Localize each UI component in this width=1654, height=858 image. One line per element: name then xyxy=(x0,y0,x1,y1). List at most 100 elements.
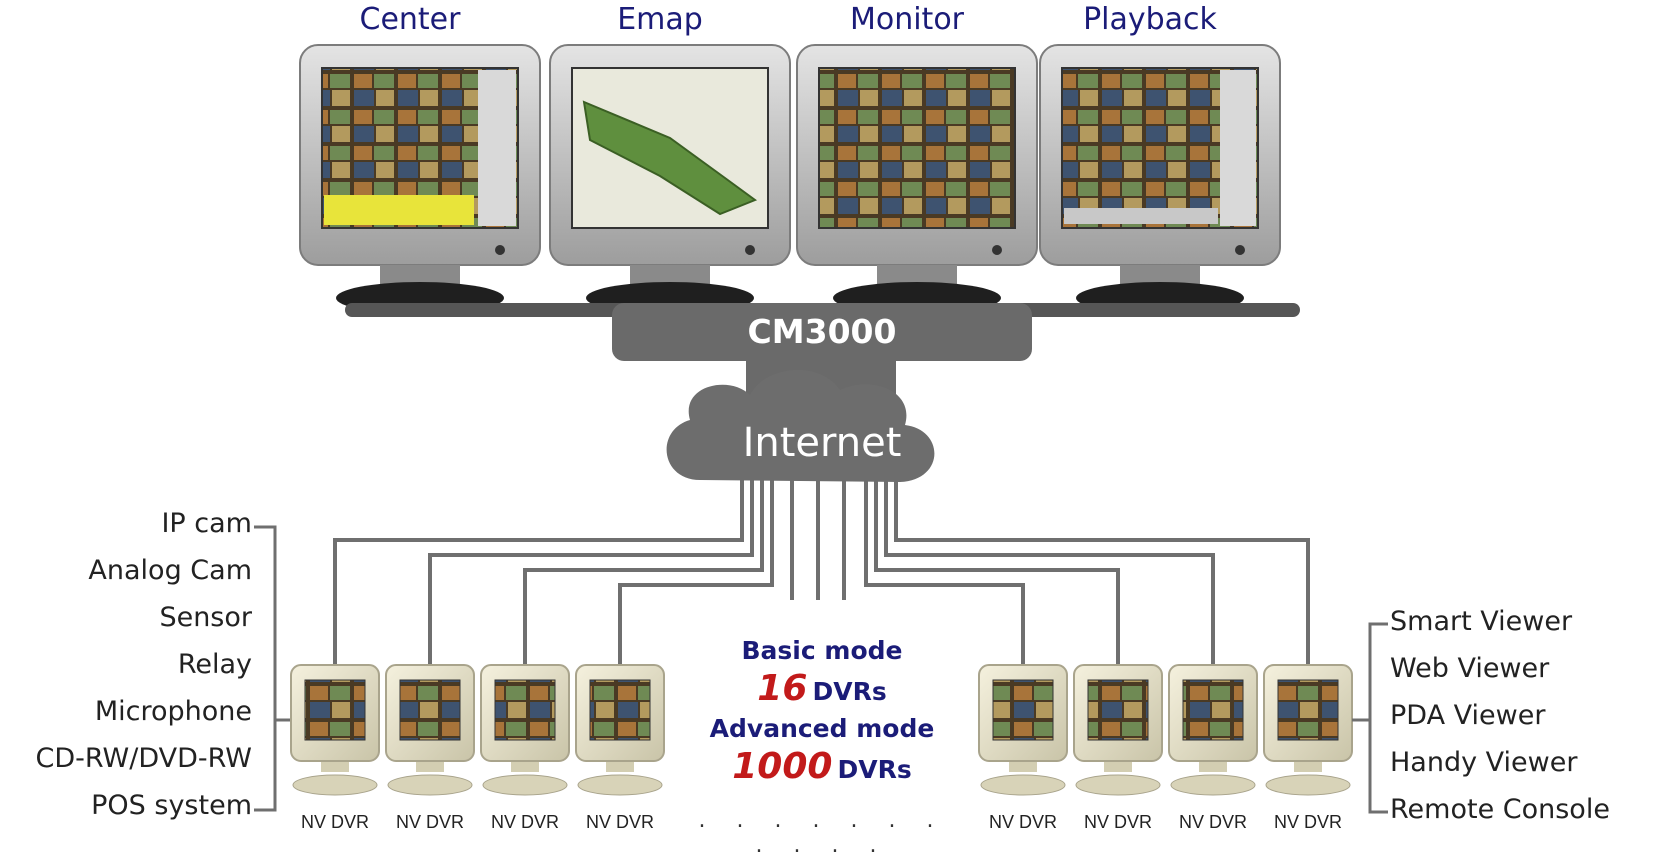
dvr-label: NV DVR xyxy=(1083,812,1152,832)
dvr-connector xyxy=(884,480,1215,665)
device-item: Relay xyxy=(177,649,252,680)
side-panel xyxy=(1220,70,1256,226)
monitor-label-center: Center xyxy=(359,2,461,37)
nv-dvr-unit xyxy=(1263,664,1353,796)
nv-dvr-unit xyxy=(480,664,570,796)
basic-mode-count-row: 16 DVRs xyxy=(690,668,954,709)
dvr-connector xyxy=(874,480,1120,665)
workstation-monitor xyxy=(1039,44,1281,314)
device-item: Sensor xyxy=(159,602,252,633)
device-item: IP cam xyxy=(161,508,252,539)
device-item: Microphone xyxy=(94,696,252,727)
dvr-base xyxy=(482,774,568,796)
dvr-label: NV DVR xyxy=(1178,812,1247,832)
dvr-base xyxy=(1265,774,1351,796)
power-button xyxy=(495,245,505,255)
dvr-neck xyxy=(606,762,634,772)
dvr-connector xyxy=(523,480,764,665)
workstation-monitor xyxy=(796,44,1038,314)
device-item: Analog Cam xyxy=(88,555,252,586)
nv-dvr-unit xyxy=(1168,664,1258,796)
dvr-neck xyxy=(321,762,349,772)
power-button xyxy=(992,245,1002,255)
right-bracket xyxy=(1352,622,1388,814)
dvr-connector xyxy=(333,480,744,665)
power-button xyxy=(1235,245,1245,255)
more-dvrs-ellipsis: . . . . . . . . . . . xyxy=(698,808,946,858)
dvr-screen xyxy=(494,679,556,741)
dvr-connector xyxy=(618,480,774,665)
monitor-label-playback: Playback xyxy=(1083,2,1217,37)
dvr-base xyxy=(387,774,473,796)
monitor-screen xyxy=(818,67,1016,229)
dvr-connector xyxy=(864,480,1025,665)
monitor-label-monitor: Monitor xyxy=(849,2,965,37)
dvr-neck xyxy=(511,762,539,772)
internet-label: Internet xyxy=(742,420,902,466)
dvr-label: NV DVR xyxy=(585,812,654,832)
nv-dvr-unit xyxy=(385,664,475,796)
dvr-screen xyxy=(1087,679,1149,741)
workstation-monitor xyxy=(299,44,541,314)
dvr-base xyxy=(577,774,663,796)
dvr-screen xyxy=(399,679,461,741)
monitor-label-emap: Emap xyxy=(617,2,703,37)
dvr-label: NV DVR xyxy=(395,812,464,832)
nv-dvr-unit xyxy=(290,664,380,796)
advanced-mode-count-row: 1000 DVRs xyxy=(690,746,954,787)
dvr-screen xyxy=(1277,679,1339,741)
timeline-bar xyxy=(1064,208,1218,224)
workstation-monitor xyxy=(549,44,791,314)
dvr-base xyxy=(1170,774,1256,796)
dvr-screen xyxy=(304,679,366,741)
advanced-mode-count: 1000 xyxy=(732,746,833,787)
monitor-neck xyxy=(877,265,957,285)
power-button xyxy=(745,245,755,255)
viewer-item: Smart Viewer xyxy=(1390,606,1573,637)
internet-cloud xyxy=(666,369,935,482)
left-bracket xyxy=(254,525,290,812)
advanced-mode-block: Advanced mode xyxy=(690,714,954,743)
dvr-base xyxy=(980,774,1066,796)
input-device-list: IP cam Analog Cam Sensor Relay Microphon… xyxy=(0,508,252,837)
dvr-label: NV DVR xyxy=(1273,812,1342,832)
basic-mode-unit: DVRs xyxy=(812,677,887,706)
device-item: POS system xyxy=(91,790,252,821)
basic-mode-name: Basic mode xyxy=(741,636,903,665)
dvr-label: NV DVR xyxy=(988,812,1057,832)
dvr-neck xyxy=(416,762,444,772)
dvr-neck xyxy=(1294,762,1322,772)
nv-dvr-unit xyxy=(978,664,1068,796)
viewer-item: Remote Console xyxy=(1390,794,1610,825)
status-panel xyxy=(324,195,474,225)
server-label: CM3000 xyxy=(747,312,897,351)
device-item: CD-RW/DVD-RW xyxy=(35,743,252,774)
side-panel xyxy=(478,70,516,226)
trunk-line xyxy=(790,480,846,600)
dvr-neck xyxy=(1199,762,1227,772)
dvr-label: NV DVR xyxy=(300,812,369,832)
monitor-neck xyxy=(1120,265,1200,285)
dvr-neck xyxy=(1009,762,1037,772)
dvr-connector xyxy=(428,480,754,665)
advanced-mode-unit: DVRs xyxy=(837,755,912,784)
server-box xyxy=(612,303,1032,361)
diagram-graphics xyxy=(254,44,1388,814)
dvr-screen xyxy=(1182,679,1244,741)
dvr-connector xyxy=(894,480,1310,665)
dvr-neck xyxy=(1104,762,1132,772)
dvr-screen xyxy=(992,679,1054,741)
dvr-base xyxy=(1075,774,1161,796)
viewer-item: Web Viewer xyxy=(1390,653,1550,684)
nv-dvr-unit xyxy=(1073,664,1163,796)
dvr-screen xyxy=(589,679,651,741)
viewer-list: Smart Viewer Web Viewer PDA Viewer Handy… xyxy=(1390,606,1654,841)
basic-mode-block: Basic mode xyxy=(690,636,954,665)
map-area xyxy=(582,100,758,216)
viewer-item: Handy Viewer xyxy=(1390,747,1578,778)
dvr-label: NV DVR xyxy=(490,812,559,832)
monitor-neck xyxy=(630,265,710,285)
cms-network-diagram: Center Emap Monitor Playback CM3000 Inte… xyxy=(0,2,1609,858)
nv-dvr-unit xyxy=(575,664,665,796)
basic-mode-count: 16 xyxy=(757,668,808,709)
